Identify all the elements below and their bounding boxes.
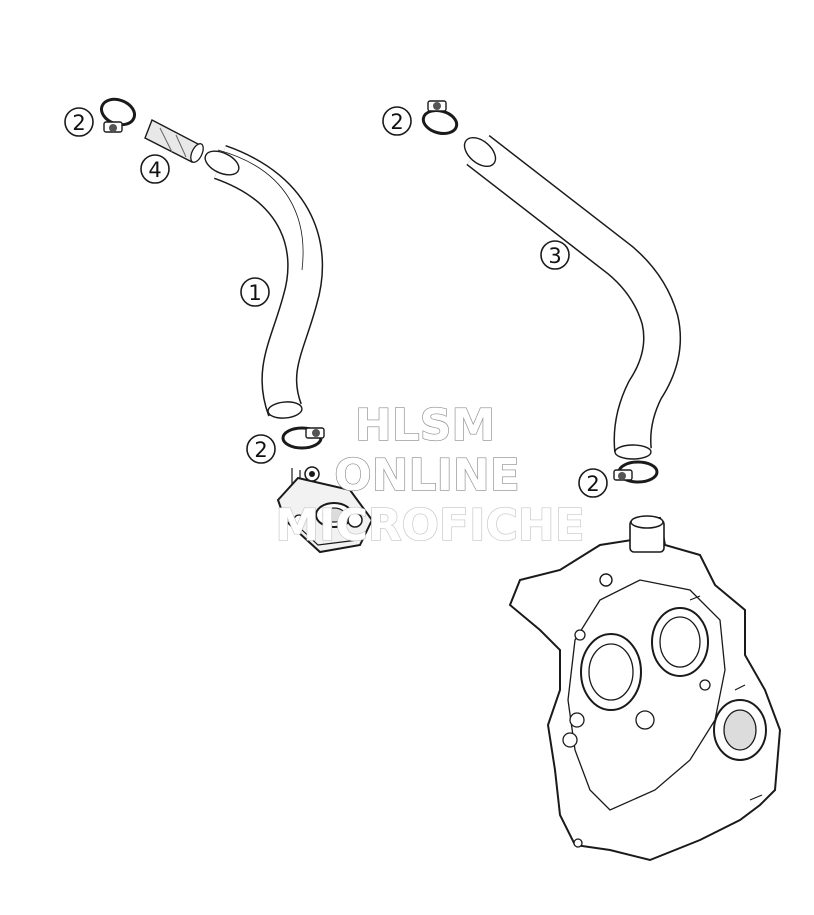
callout-1-label: 1 [248, 281, 261, 305]
hose-clamp-right [613, 460, 659, 484]
hose-1 [204, 145, 324, 419]
callout-2-middle: 2 [246, 434, 276, 464]
callout-2-top-left-label: 2 [72, 111, 85, 135]
engine-crankcase [508, 515, 782, 862]
callout-3-label: 3 [548, 244, 561, 268]
callout-2-top-right-label: 2 [390, 110, 403, 134]
callout-3: 3 [540, 240, 570, 270]
watermark-line-3: MICROFICHE [275, 500, 584, 551]
thermostat-housing [276, 466, 374, 554]
callout-4-label: 4 [148, 158, 161, 182]
callout-2-top-right: 2 [382, 106, 412, 136]
callout-2-top-left: 2 [64, 107, 94, 137]
hose-clamp-top-left [100, 97, 136, 133]
hose-clamp-middle [281, 426, 325, 450]
callout-2-right-label: 2 [586, 472, 599, 496]
sleeve-4 [144, 119, 204, 163]
watermark-line-1: HLSM [355, 400, 495, 451]
hose-clamp-top-right [421, 100, 459, 136]
callout-4: 4 [140, 154, 170, 184]
callout-2-right: 2 [578, 468, 608, 498]
hose-3 [463, 134, 682, 460]
callout-1: 1 [240, 277, 270, 307]
watermark: HLSM ONLINE MICROFICHE [275, 399, 586, 551]
callout-2-middle-label: 2 [254, 438, 267, 462]
watermark-line-2: ONLINE [334, 450, 520, 501]
